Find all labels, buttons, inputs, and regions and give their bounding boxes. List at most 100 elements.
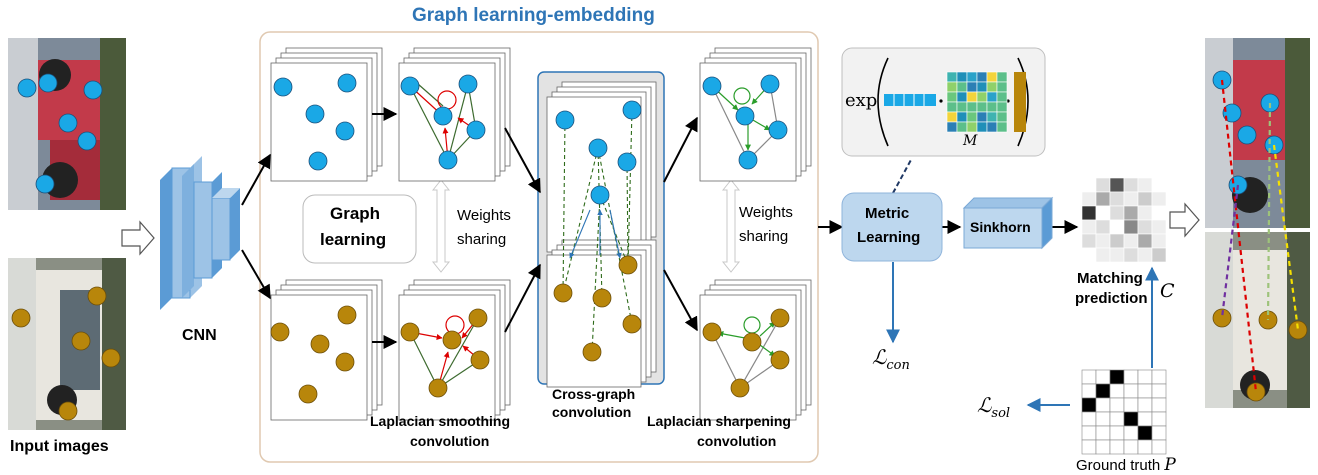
matrix-cell [1081,369,1097,385]
metric-connector [892,157,913,194]
weights-sharing-left-1: Weights [457,207,511,224]
matrix-cell [1109,205,1125,221]
matrix-cell [1109,191,1125,207]
matrix-cell [976,91,988,103]
vector-row-dividers [893,94,925,106]
m-matrix [946,71,1008,133]
matrix-cell [1123,383,1139,399]
matrix-cell [1151,369,1167,385]
matrix-cell [986,91,998,103]
graph-learning-line1: Graph [330,204,381,223]
matrix-cell [966,101,978,113]
ground-truth-label: Ground truth P [1076,455,1176,475]
matrix-cell [966,71,978,83]
main-title: Graph learning-embedding [412,5,655,26]
matching-symbol: C [1160,280,1175,302]
matrix-cell [1137,177,1153,193]
matrix-cell [1151,425,1167,441]
matrix-cell [1123,205,1139,221]
weights-sharing-left-2: sharing [457,231,507,248]
sinkhorn-label: Sinkhorn [970,219,1031,235]
matrix-cell [956,91,968,103]
matrix-cell [1123,369,1139,385]
cross-graph-label-2: convolution [552,404,632,420]
loss-con-symbol: ℒ [872,345,887,369]
matching-label-1: Matching [1077,270,1143,287]
metric-learning-box [841,192,943,262]
smoothing-label-2: convolution [410,433,490,449]
ground-truth-symbol: P [1164,455,1176,475]
matrix-cell [1081,205,1097,221]
input-arrow [121,220,155,256]
matrix-cell [946,121,958,133]
vector-column [1014,72,1026,132]
matrix-cell [1109,397,1125,413]
matrix-cell [1109,177,1125,193]
matrix-cell [1137,191,1153,207]
loss-sol-subscript: sol [991,406,1011,421]
matrix-cell [1081,247,1097,263]
matching-label-2: prediction [1075,290,1148,307]
sharpening-label-2: convolution [697,433,777,449]
matrix-cell [986,81,998,93]
matrix-cell [996,121,1008,133]
matrix-cell [1151,383,1167,399]
left-paren [877,57,889,147]
gold-nodes [11,255,1308,421]
m-label: M [963,133,978,149]
matrix-cell [956,121,968,133]
matrix-cell [1151,411,1167,427]
matrix-cell [946,81,958,93]
matrix-cell [1095,177,1111,193]
matrix-cell [986,111,998,123]
ground-truth-text: Ground truth [1076,457,1161,474]
matrix-cell [1137,247,1153,263]
matrix-cell [1123,191,1139,207]
matching-matrix [1081,177,1167,263]
matrix-cell [976,101,988,113]
matrix-cell [1137,233,1153,249]
matrix-cell [1081,439,1097,455]
matrix-cell [966,121,978,133]
matrix-cell [1081,177,1097,193]
matrix-cell [1123,247,1139,263]
loss-con: ℒcon [872,345,910,373]
matrix-cell [996,81,1008,93]
graph-learning-line2: learning [320,230,387,249]
vector-row [884,94,936,106]
matrix-cell [946,111,958,123]
matrix-cell [1081,233,1097,249]
matrix-cell [966,111,978,123]
matrix-cell [956,101,968,113]
matrix-cell [1095,205,1111,221]
matrix-cell [986,71,998,83]
matrix-cell [986,101,998,113]
cnn-label: CNN [182,327,217,344]
matrix-cell [996,91,1008,103]
matrix-cell [1123,397,1139,413]
matrix-cell [1151,439,1167,455]
matrix-cell [1137,439,1153,455]
matrix-cell [1095,369,1111,385]
matrix-cell [956,111,968,123]
matrix-cell [1123,411,1139,427]
matrix-cell [1151,219,1167,235]
output-image-top [1205,38,1310,228]
blue-nodes [17,70,1284,205]
metric-learning-line2: Learning [857,229,921,246]
matrix-cell [1137,425,1153,441]
loss-con-subscript: con [886,358,910,373]
matrix-cell [1123,177,1139,193]
loss-arrows [886,262,1159,412]
graph-learning-box [302,194,417,264]
matrix-cell [1109,219,1125,235]
matrix-cell [1081,383,1097,399]
matrix-cell [1151,233,1167,249]
matrix-cell [966,81,978,93]
matrix-cell [1109,425,1125,441]
flow-arrows [241,107,1079,349]
matrix-cell [1109,383,1125,399]
matrix-cell [1081,411,1097,427]
